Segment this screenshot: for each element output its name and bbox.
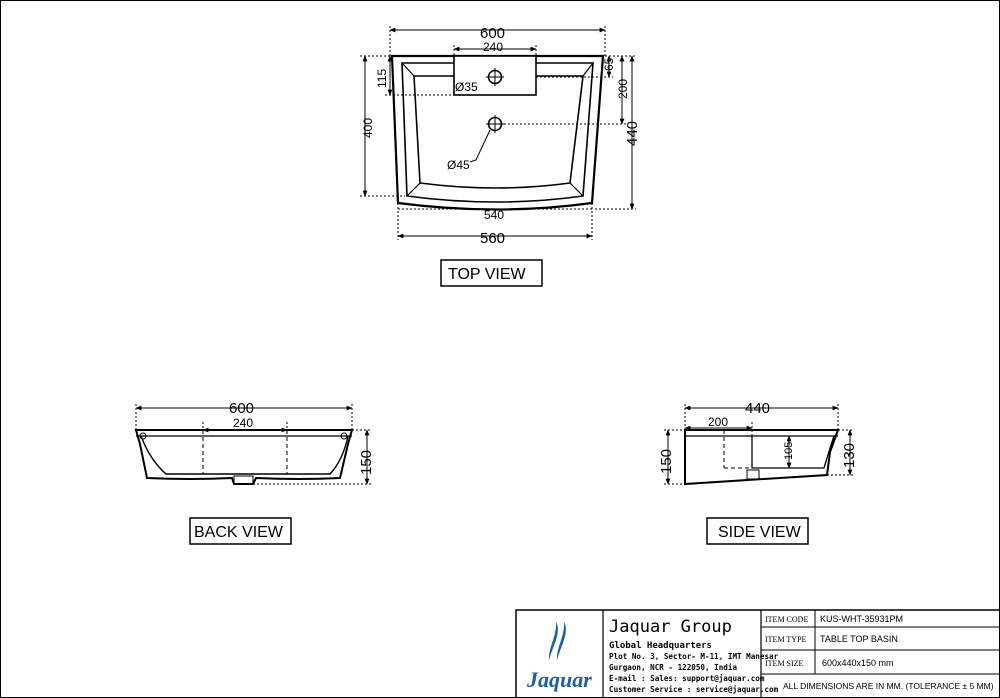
dimensions-note: ALL DIMENSIONS ARE IN MM. (TOLERANCE ± 5… xyxy=(783,681,994,691)
hq-title: Global Headquarters xyxy=(609,641,712,651)
dim-top-inner-depth: 400 xyxy=(361,118,375,138)
dim-top-tap-width: 240 xyxy=(483,40,503,54)
dim-top-waste-dia: Ø45 xyxy=(447,158,470,172)
item-code: KUS-WHT-35931PM xyxy=(820,614,903,624)
dim-top-width: 600 xyxy=(480,25,505,42)
address-line-2: Gurgaon, NCR - 122050, India xyxy=(609,663,737,672)
waste-hole xyxy=(469,115,504,163)
dim-top-tap-hole-dia: Ø35 xyxy=(455,80,478,94)
side-view-label: SIDE VIEW xyxy=(718,524,802,541)
item-type: TABLE TOP BASIN xyxy=(820,634,898,644)
company-name: Jaquar Group xyxy=(609,617,732,637)
dim-side-inner-height: 130 xyxy=(841,443,858,468)
top-view: 600 240 115 400 65 200 440 Ø35 Ø45 540 5… xyxy=(360,25,641,287)
dim-back-height: 150 xyxy=(358,450,375,475)
item-type-label: ITEM TYPE xyxy=(765,635,807,644)
side-view-outline xyxy=(684,429,840,486)
dim-top-tap-depth: 115 xyxy=(375,69,389,88)
dim-side-tap-depth: 200 xyxy=(708,415,728,429)
dim-top-tap-hole-offset: 65 xyxy=(602,57,616,71)
item-size: 600x440x150 mm xyxy=(822,658,894,668)
top-view-inner-bowl xyxy=(401,62,594,203)
back-view: 600 240 150 BACK VIEW xyxy=(134,400,375,545)
email-service: Customer Service : service@jaquar.com xyxy=(609,685,779,694)
logo-text: Jaquar xyxy=(526,667,592,692)
side-view: 440 200 105 150 130 SIDE VIEW xyxy=(658,400,858,545)
item-code-label: ITEM CODE xyxy=(765,615,808,624)
dim-top-base-width: 560 xyxy=(480,230,505,247)
dim-back-width: 600 xyxy=(229,400,254,417)
back-view-label: BACK VIEW xyxy=(194,524,284,541)
jaquar-logo: Jaquar xyxy=(526,622,592,692)
item-size-label: ITEM SIZE xyxy=(765,659,804,668)
dim-side-height: 150 xyxy=(658,449,675,474)
dim-side-bowl-depth: 105 xyxy=(783,442,795,460)
address-line-1: Plot No. 3, Sector- M-11, IMT Manesar xyxy=(609,652,779,661)
tap-hole xyxy=(486,68,504,86)
dim-top-hole-offset: 200 xyxy=(616,79,630,99)
dim-back-tap-width: 240 xyxy=(233,416,253,430)
top-view-label: TOP VIEW xyxy=(448,266,527,283)
dim-top-front-inner: 540 xyxy=(484,208,504,222)
dim-top-depth: 440 xyxy=(624,121,641,146)
dim-side-depth: 440 xyxy=(745,400,770,417)
email-sales: E-mail : Sales: support@jaquar.com xyxy=(609,674,765,683)
title-block: Jaquar Jaquar Group Global Headquarters … xyxy=(515,609,1000,698)
